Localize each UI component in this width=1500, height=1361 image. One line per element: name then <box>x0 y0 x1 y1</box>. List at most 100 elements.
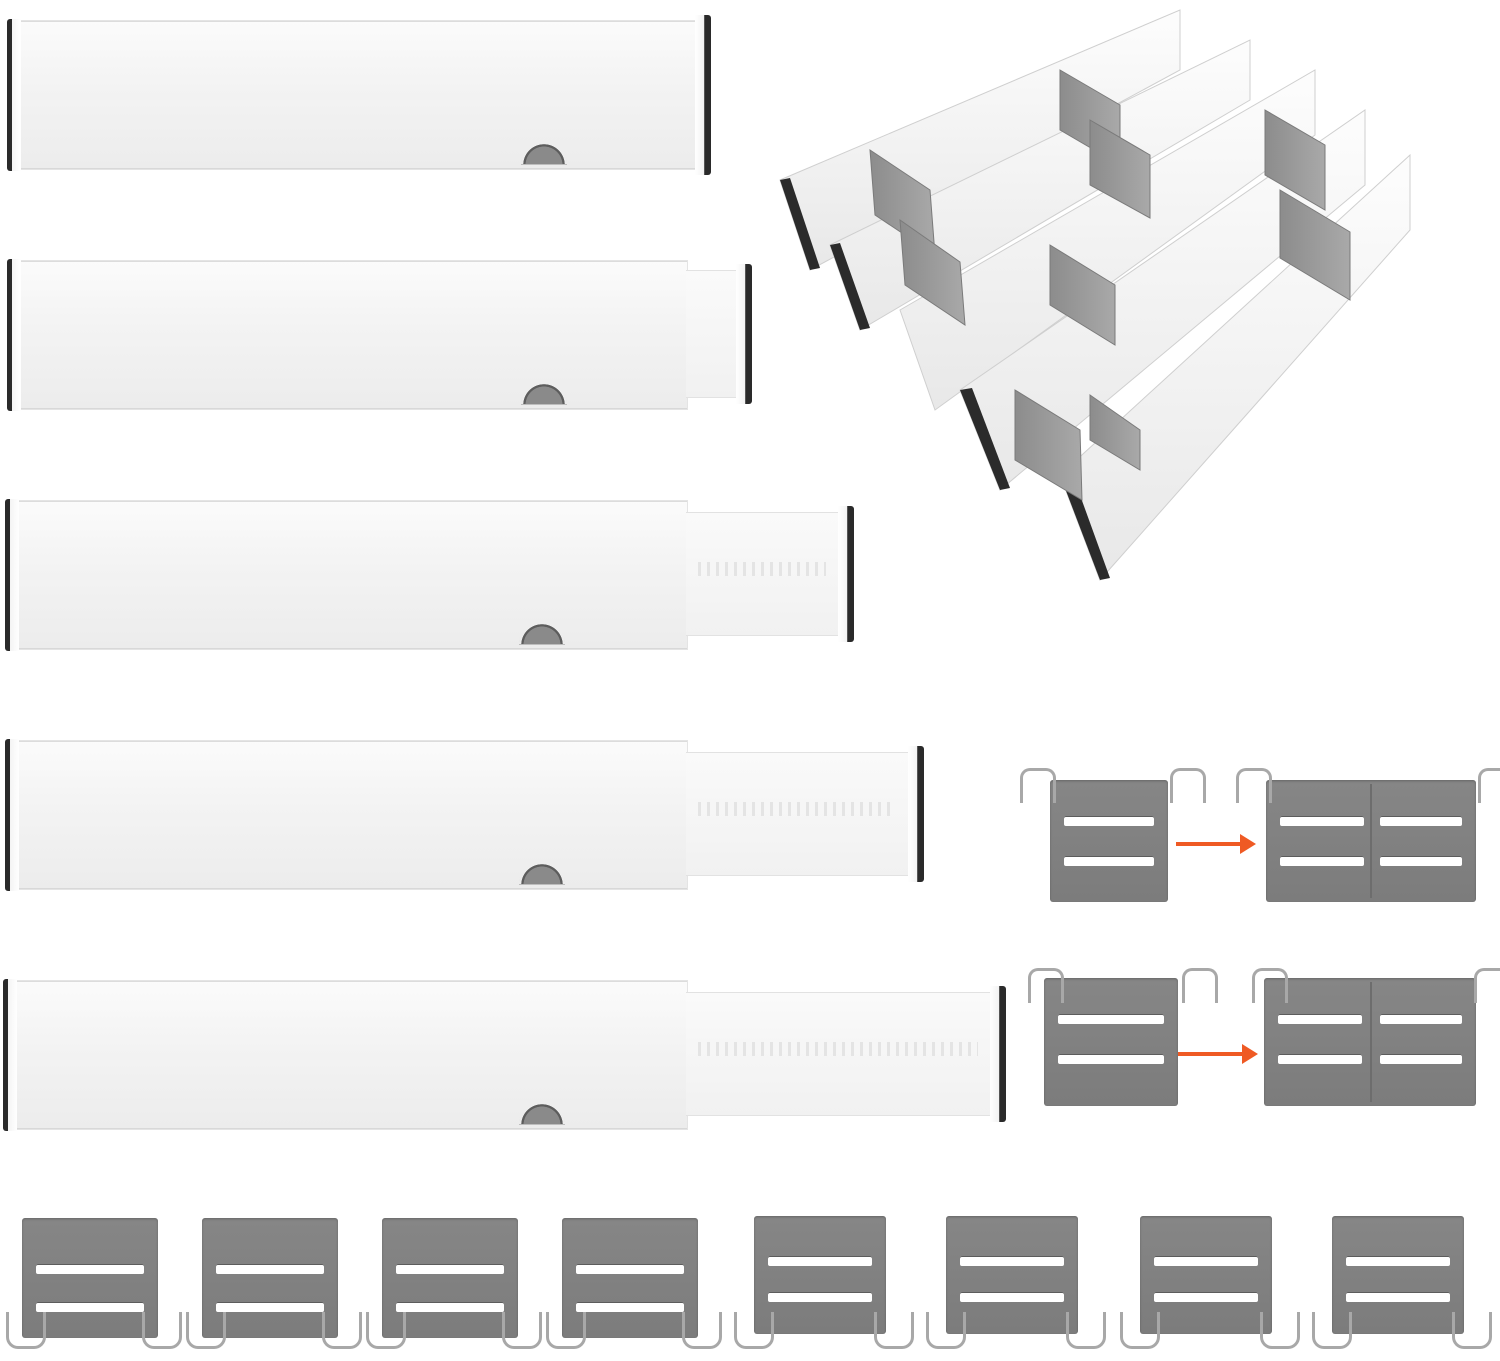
clip-hook <box>1236 768 1272 803</box>
clip-bottom-8 <box>1312 1216 1492 1349</box>
divider-extension-panel <box>686 270 736 398</box>
divider-endcap-left <box>5 499 19 651</box>
clip-slot <box>960 1256 1064 1266</box>
clip-hook <box>1474 968 1500 1003</box>
grid-long-divider <box>1060 473 1110 580</box>
divider-endcap-left <box>3 979 17 1131</box>
divider-endcap-left <box>7 259 21 411</box>
clip-slot <box>36 1264 144 1274</box>
clip-slot <box>1346 1292 1450 1302</box>
divider-endcap-left <box>7 19 21 171</box>
grid-long-divider <box>960 388 1010 490</box>
clip-hook <box>1252 968 1288 1003</box>
divider-endcap-left <box>5 739 19 891</box>
clip-hook <box>502 1312 542 1349</box>
grid-cross-clip <box>1089 119 1151 219</box>
clip-bottom-2 <box>186 1218 362 1349</box>
divider-endcap-right <box>838 506 854 642</box>
clip-hook <box>874 1312 914 1349</box>
clip-slot <box>1380 1014 1462 1024</box>
clip-double-1 <box>1236 768 1500 902</box>
clip-hook <box>1478 768 1500 803</box>
clip-slot <box>216 1264 324 1274</box>
clip-slot <box>1380 816 1462 826</box>
divider-bar-2 <box>7 259 688 411</box>
divider-extension-3 <box>686 506 854 642</box>
clip-double-2 <box>1252 968 1500 1106</box>
divider-bar-4 <box>5 739 688 891</box>
arrow-icon <box>1178 1044 1258 1064</box>
clip-slot <box>1058 1014 1164 1024</box>
clip-hook <box>682 1312 722 1349</box>
clip-bottom-6 <box>926 1216 1106 1349</box>
clip-slot <box>1346 1256 1450 1266</box>
clip-slot <box>396 1302 504 1312</box>
clip-hook <box>926 1312 966 1349</box>
extension-ticks <box>698 561 826 576</box>
grid-long-divider <box>780 178 820 270</box>
grid-long-divider <box>830 243 870 330</box>
divider-extension-5 <box>686 986 1006 1122</box>
grid-cross-clip <box>1014 389 1083 501</box>
clip-hook <box>1452 1312 1492 1349</box>
divider-bar-3 <box>5 499 688 651</box>
clip-slot <box>1380 856 1462 866</box>
clip-slot <box>1280 816 1364 826</box>
clip-seam <box>1370 784 1372 898</box>
clip-single-1 <box>1020 768 1206 902</box>
divider-extension-2 <box>686 264 752 404</box>
divider-endcap-right <box>908 746 924 882</box>
clip-hook <box>1182 968 1218 1003</box>
clip-slot <box>1058 1054 1164 1064</box>
clip-slot <box>36 1302 144 1312</box>
clip-slot <box>1154 1292 1258 1302</box>
clip-slot <box>768 1256 872 1266</box>
clip-slot <box>1064 816 1154 826</box>
divider-endcap-right <box>695 15 711 175</box>
clip-hook <box>1170 768 1206 803</box>
divider-extension-panel <box>686 992 992 1116</box>
grid-cross-clip <box>1264 109 1326 211</box>
clip-hook <box>1120 1312 1160 1349</box>
clip-bottom-3 <box>366 1218 542 1349</box>
divider-notch-icon <box>519 1101 565 1125</box>
divider-notch-icon <box>521 381 567 405</box>
divider-notch-icon <box>519 861 565 885</box>
grid-cross-clip <box>1279 189 1351 301</box>
clip-seam <box>1370 982 1372 1102</box>
clip-bottom-7 <box>1120 1216 1300 1349</box>
extension-ticks <box>698 1041 978 1056</box>
clip-slot <box>216 1302 324 1312</box>
clip-bottom-5 <box>734 1216 914 1349</box>
assembled-grid-illustration <box>779 9 1411 581</box>
extension-ticks <box>698 801 896 816</box>
clip-hook <box>1260 1312 1300 1349</box>
clip-hook <box>186 1312 226 1349</box>
clip-slot <box>1278 1014 1362 1024</box>
clip-slot <box>576 1302 684 1312</box>
clip-bottom-1 <box>6 1218 182 1349</box>
clip-slot <box>396 1264 504 1274</box>
clip-slot <box>1064 856 1154 866</box>
clip-hook <box>546 1312 586 1349</box>
clip-hook <box>734 1312 774 1349</box>
clip-hook <box>1028 968 1064 1003</box>
divider-extension-4 <box>686 746 924 882</box>
clip-single-2 <box>1028 968 1218 1106</box>
arrow-icon <box>1176 834 1256 854</box>
clip-slot <box>1154 1256 1258 1266</box>
clip-slot <box>1280 856 1364 866</box>
clip-bottom-4 <box>546 1218 722 1349</box>
grid-cross-clip <box>1049 244 1116 346</box>
divider-endcap-right <box>736 264 752 404</box>
clip-hook <box>6 1312 46 1349</box>
clip-hook <box>1312 1312 1352 1349</box>
clip-slot <box>768 1292 872 1302</box>
divider-endcap-right <box>990 986 1006 1122</box>
divider-extension-panel <box>686 512 840 636</box>
divider-notch-icon <box>519 621 565 645</box>
grid-cross-clips <box>869 69 1351 501</box>
grid-long-divider <box>899 69 1316 411</box>
assembled-divider-grid <box>760 0 1420 600</box>
clip-hook <box>366 1312 406 1349</box>
